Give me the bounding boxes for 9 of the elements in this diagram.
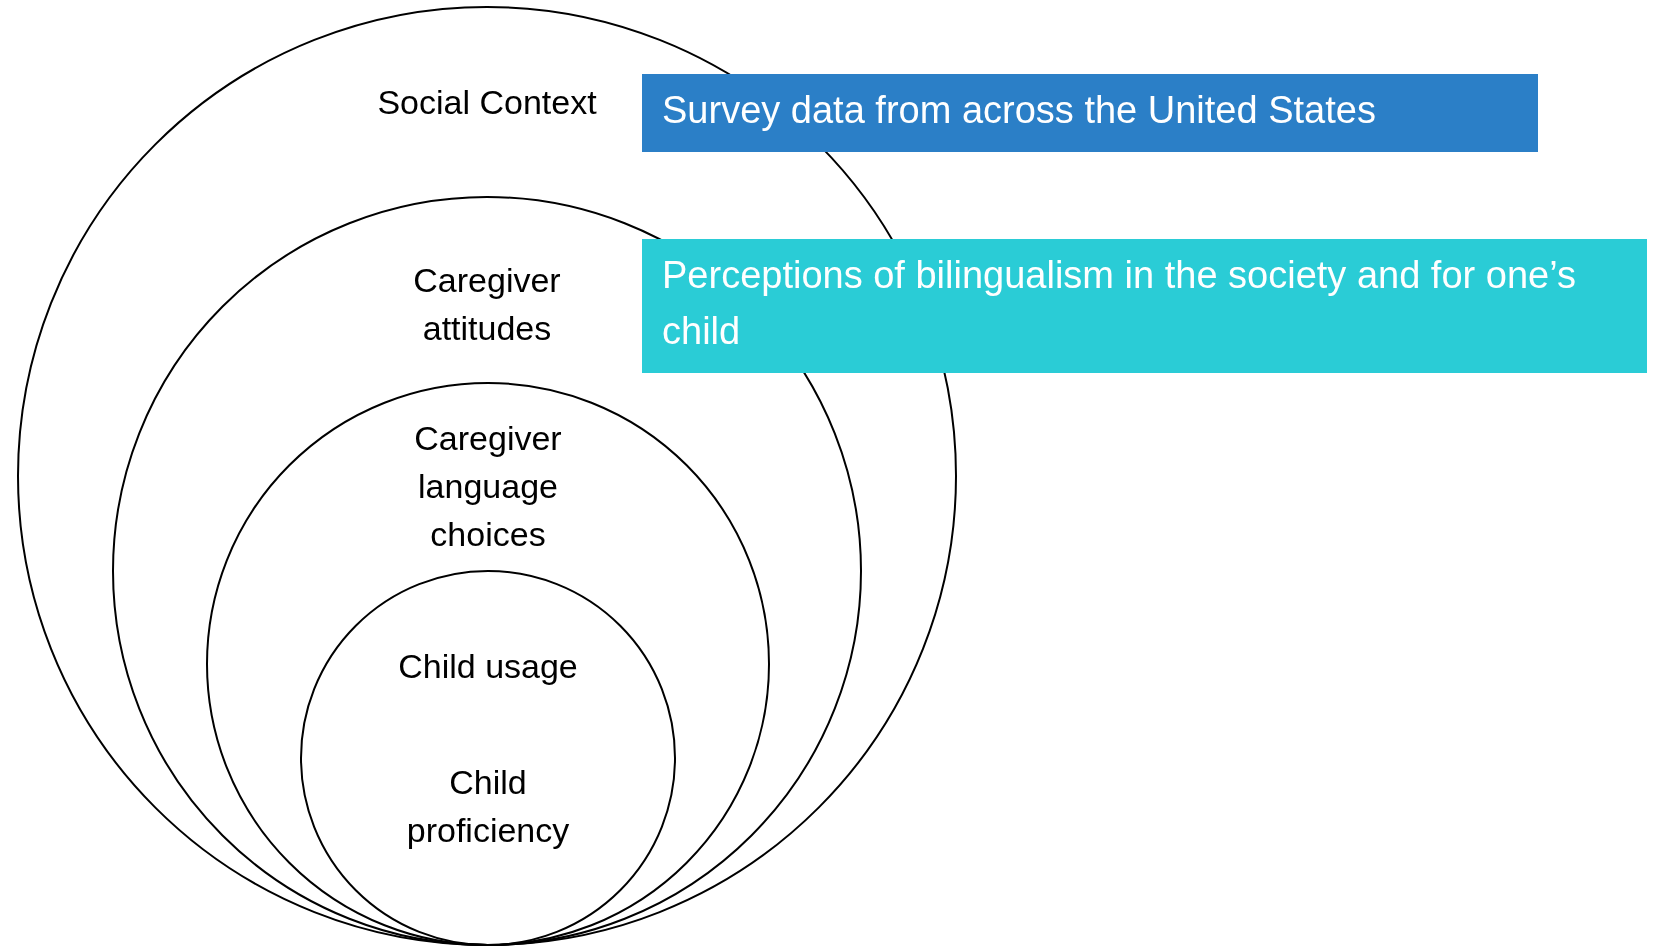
circle-label: Social Context bbox=[377, 82, 597, 123]
banner-text: Survey data from across the United States bbox=[662, 88, 1377, 133]
banner-text: Perceptions of bilingualism in the society and for one’s child bbox=[662, 253, 1577, 354]
circle-label: Child usage bbox=[397, 646, 579, 687]
circle-label: Caregiver language choices bbox=[413, 418, 563, 555]
info-banner bbox=[642, 74, 1538, 152]
circle-label: Child proficiency bbox=[405, 762, 571, 851]
info-banner bbox=[642, 239, 1647, 373]
circle-label: Caregiver attitudes bbox=[412, 260, 562, 349]
